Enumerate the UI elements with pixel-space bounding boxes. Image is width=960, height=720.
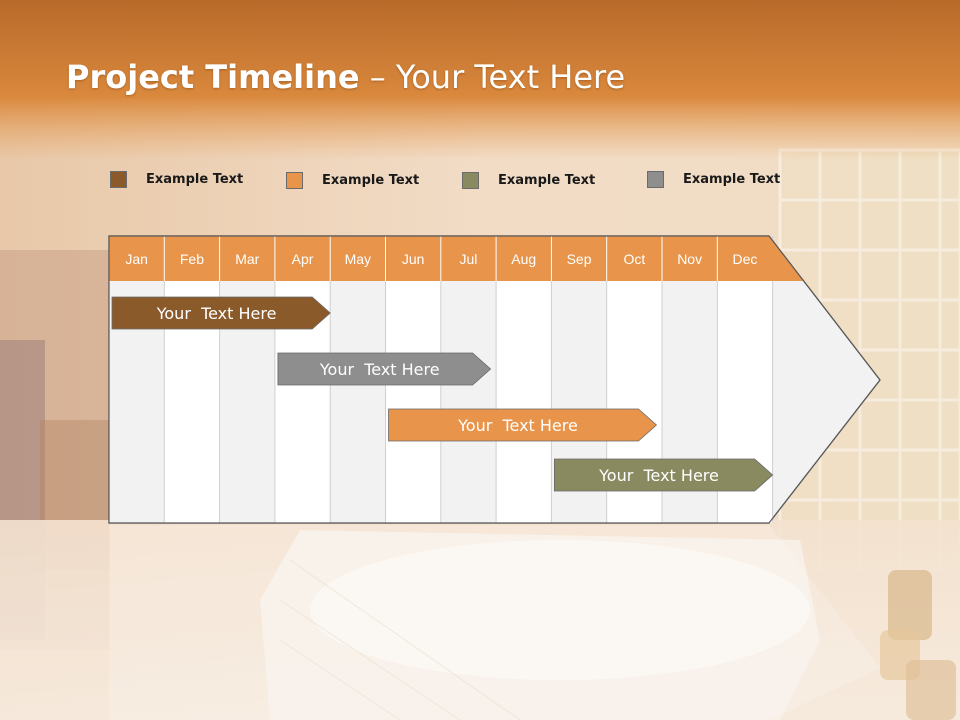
legend-swatch [286, 172, 303, 189]
legend-label: Example Text [146, 172, 244, 187]
page-title: Project Timeline – Your Text Here [66, 58, 625, 96]
month-column [385, 281, 441, 523]
task-bar-shape [388, 408, 658, 442]
month-column [440, 281, 497, 523]
title-rest: – Your Text Here [359, 58, 626, 96]
month-label-jan: Jan [125, 251, 148, 267]
month-labels: Jan Feb Mar Apr May Jun Jul Aug Sep Oct Nov Dec [125, 236, 757, 281]
task-bar: Your Text Here [388, 408, 658, 442]
month-label-sep: Sep [567, 251, 592, 267]
task-bar-shape [277, 352, 492, 386]
month-label-jul: Jul [459, 251, 477, 267]
task-bar: Your Text Here [111, 296, 331, 330]
task-bar-shape [554, 458, 774, 492]
month-label-aug: Aug [511, 251, 536, 267]
month-header-band [109, 236, 803, 281]
month-label-may: May [345, 251, 371, 267]
legend-swatch [462, 172, 479, 189]
timeline-arrow-outline [108, 235, 881, 524]
task-bar-label: Your Text Here [319, 360, 440, 379]
legend-label: Example Text [498, 173, 596, 188]
task-bar-shape [111, 296, 331, 330]
month-label-jun: Jun [402, 251, 425, 267]
month-label-apr: Apr [292, 251, 314, 267]
task-bar-label: Your Text Here [156, 304, 277, 323]
month-column [496, 281, 552, 523]
month-label-mar: Mar [235, 251, 259, 267]
month-column [330, 281, 386, 523]
month-label-dec: Dec [732, 251, 757, 267]
month-label-feb: Feb [180, 251, 204, 267]
task-bar: Your Text Here [277, 352, 492, 386]
task-bar-label: Your Text Here [598, 466, 719, 485]
timeline-reflection [109, 525, 880, 720]
legend-label: Example Text [683, 172, 781, 187]
title-bold: Project Timeline [66, 58, 360, 96]
legend-swatch [110, 171, 127, 188]
legend-label: Example Text [322, 173, 420, 188]
task-bar: Your Text Here [554, 458, 774, 492]
month-label-oct: Oct [623, 251, 645, 267]
month-label-nov: Nov [677, 251, 702, 267]
task-bar-label: Your Text Here [457, 416, 578, 435]
legend-swatch [647, 171, 664, 188]
